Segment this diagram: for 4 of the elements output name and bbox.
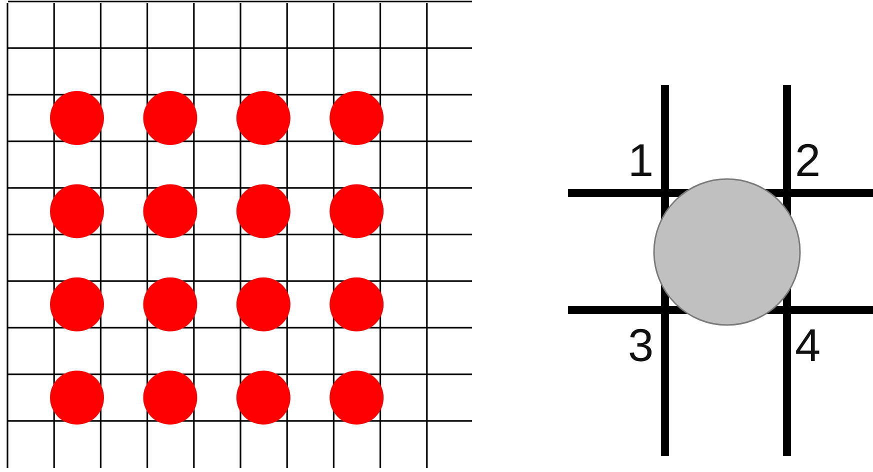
corner-number: 3 <box>628 322 654 368</box>
corner-number: 2 <box>795 137 821 183</box>
corner-number: 4 <box>795 322 821 368</box>
corner-number: 1 <box>628 137 654 183</box>
